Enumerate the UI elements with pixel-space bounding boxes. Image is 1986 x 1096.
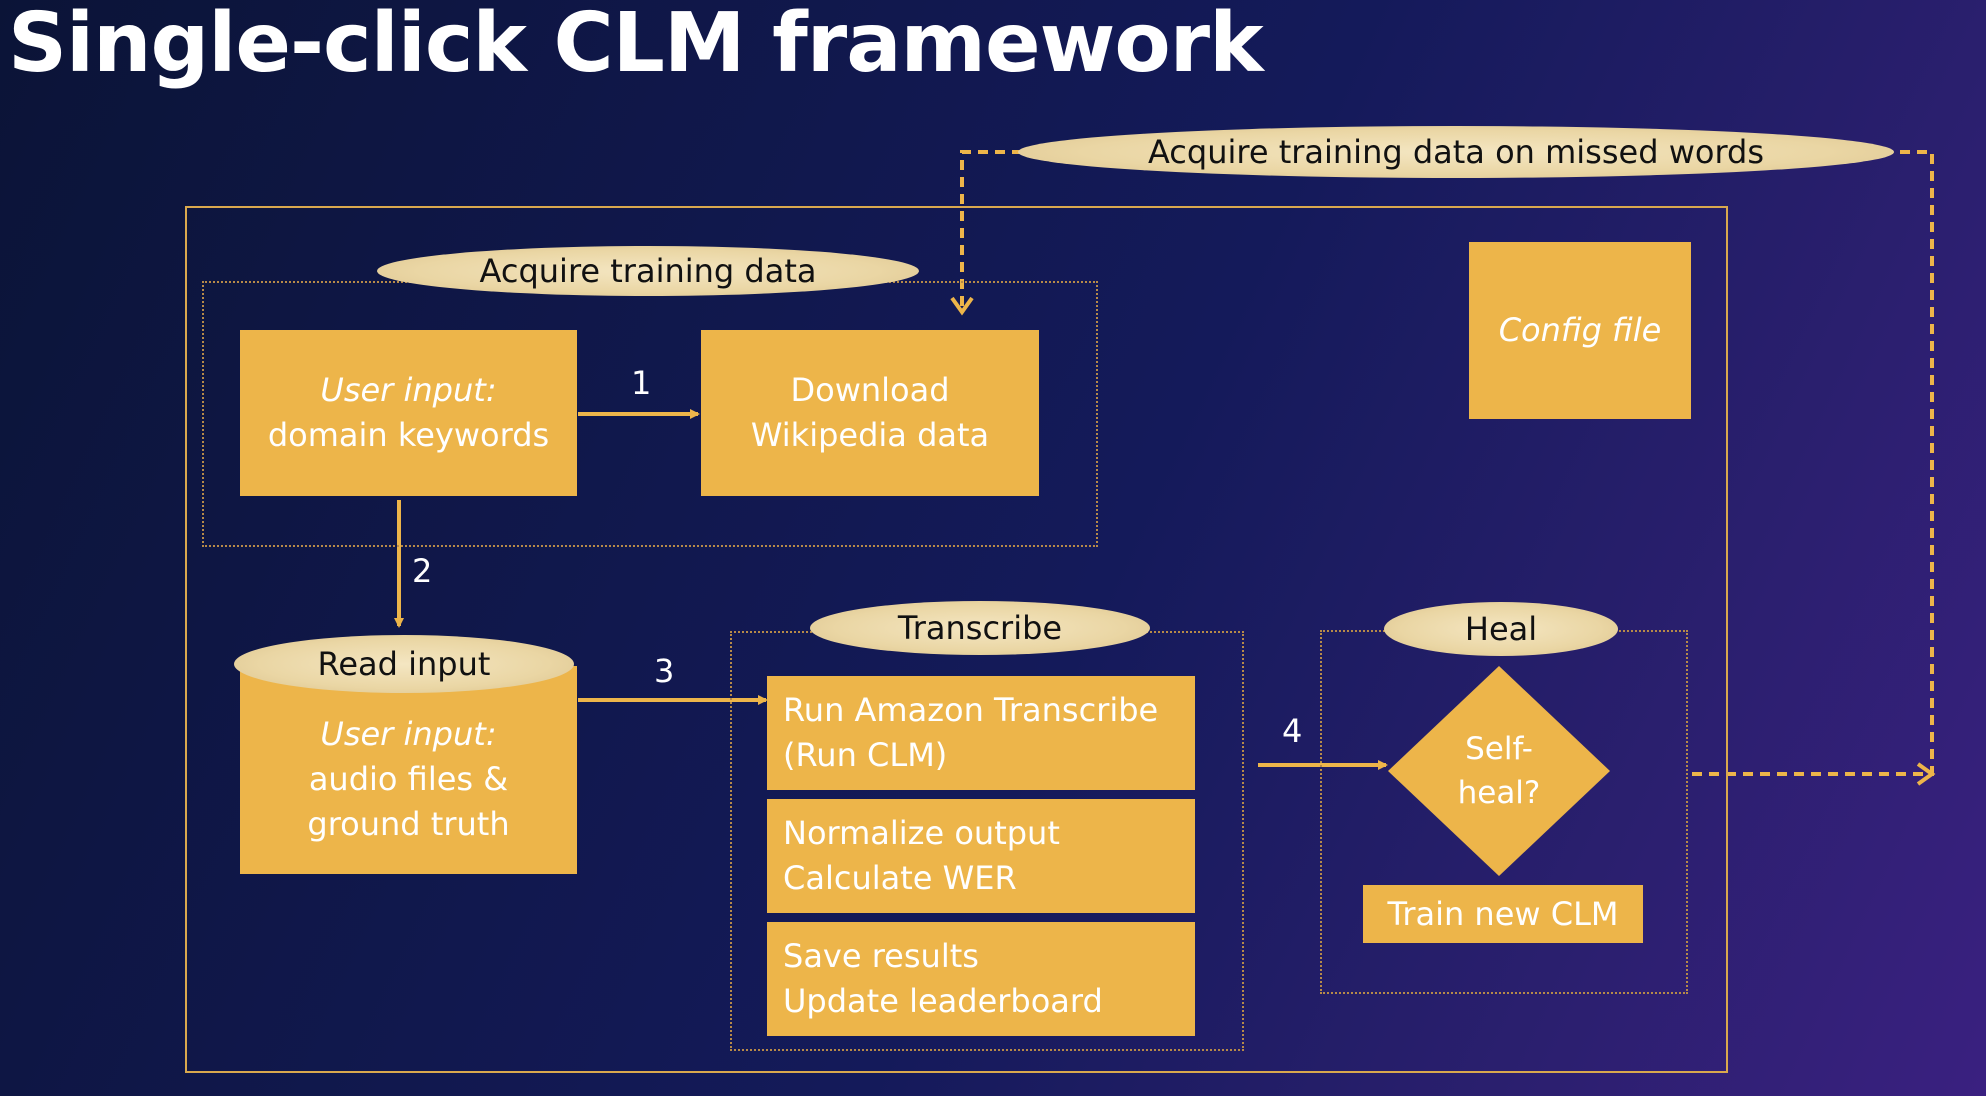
user-input-keywords-text: domain keywords bbox=[267, 416, 550, 454]
loop-arrowhead-right bbox=[1916, 762, 1936, 786]
download-line1: Download bbox=[790, 371, 950, 409]
save-results-box: Save results Update leaderboard bbox=[767, 922, 1195, 1036]
save-results-line1: Save results bbox=[783, 937, 979, 975]
read-input-label: Read input bbox=[234, 635, 574, 693]
step-1-label: 1 bbox=[631, 364, 652, 402]
transcribe-group-label: Transcribe bbox=[810, 601, 1150, 655]
config-file-label: Config file bbox=[1498, 311, 1662, 349]
read-input-box: User input: audio files & ground truth bbox=[240, 666, 577, 874]
read-input-italic: User input: bbox=[320, 714, 497, 753]
user-input-keywords-box: User input: domain keywords bbox=[240, 330, 577, 496]
config-file-box: Config file bbox=[1469, 242, 1691, 419]
heal-group-label: Heal bbox=[1384, 602, 1618, 656]
run-transcribe-line1: Run Amazon Transcribe bbox=[783, 691, 1159, 729]
self-heal-decision bbox=[1388, 666, 1610, 876]
step-4-label: 4 bbox=[1282, 712, 1303, 750]
read-input-line1: audio files & bbox=[308, 759, 509, 798]
download-wikipedia-box: Download Wikipedia data bbox=[701, 330, 1039, 496]
page-title: Single-click CLM framework bbox=[8, 0, 1264, 91]
user-input-keywords-italic: User input: bbox=[320, 371, 497, 409]
missed-words-loop-label: Acquire training data on missed words bbox=[1018, 126, 1894, 178]
normalize-output-box: Normalize output Calculate WER bbox=[767, 799, 1195, 913]
train-new-clm-box: Train new CLM bbox=[1363, 885, 1643, 943]
self-heal-text: Self- heal? bbox=[1388, 666, 1610, 876]
run-transcribe-box: Run Amazon Transcribe (Run CLM) bbox=[767, 676, 1195, 790]
normalize-line2: Calculate WER bbox=[783, 859, 1017, 897]
step-2-label: 2 bbox=[412, 552, 433, 590]
normalize-line1: Normalize output bbox=[783, 814, 1060, 852]
read-input-line2: ground truth bbox=[307, 804, 510, 843]
framework-frame bbox=[185, 206, 1728, 1073]
acquire-group-label: Acquire training data bbox=[377, 246, 919, 296]
loop-connector-left bbox=[960, 150, 1022, 310]
download-line2: Wikipedia data bbox=[750, 416, 990, 454]
self-heal-line2: heal? bbox=[1457, 775, 1541, 811]
step-3-label: 3 bbox=[654, 652, 675, 690]
loop-arrowhead-down bbox=[950, 296, 974, 316]
run-transcribe-line2: (Run CLM) bbox=[783, 736, 948, 774]
loop-connector-right bbox=[1692, 150, 1934, 776]
save-results-line2: Update leaderboard bbox=[783, 982, 1103, 1020]
self-heal-line1: Self- bbox=[1465, 731, 1533, 767]
